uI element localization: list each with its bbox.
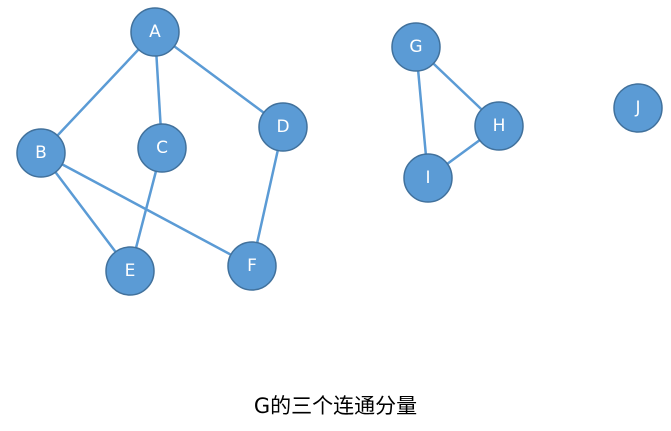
- node-c-label: C: [156, 138, 168, 158]
- node-a-label: A: [149, 22, 161, 42]
- nodes-layer: A B C D E F G H I J: [16, 7, 663, 296]
- node-g-circle: [391, 22, 441, 72]
- node-f-label: F: [247, 256, 257, 276]
- edges-layer: [39, 30, 501, 273]
- edge-a-d: [153, 30, 285, 129]
- node-g-label: G: [409, 37, 422, 57]
- node-c: C: [137, 123, 187, 173]
- node-i: I: [403, 153, 453, 203]
- node-c-circle: [137, 123, 187, 173]
- node-j: J: [613, 83, 663, 133]
- node-d-circle: [258, 102, 308, 152]
- node-h: H: [474, 101, 524, 151]
- node-g: G: [391, 22, 441, 72]
- node-e-circle: [105, 246, 155, 296]
- node-i-label: I: [425, 168, 430, 188]
- edge-a-b: [39, 30, 157, 155]
- node-j-circle: [613, 83, 663, 133]
- node-a: A: [130, 7, 180, 57]
- node-j-label: J: [634, 98, 640, 118]
- diagram-caption: G的三个连通分量: [253, 394, 418, 418]
- node-h-label: H: [493, 116, 506, 136]
- node-e-label: E: [125, 261, 136, 281]
- node-a-circle: [130, 7, 180, 57]
- node-h-circle: [474, 101, 524, 151]
- node-d: D: [258, 102, 308, 152]
- node-b-circle: [16, 128, 66, 178]
- node-e: E: [105, 246, 155, 296]
- node-b-label: B: [35, 143, 47, 163]
- node-f: F: [227, 241, 277, 291]
- node-b: B: [16, 128, 66, 178]
- node-f-circle: [227, 241, 277, 291]
- node-i-circle: [403, 153, 453, 203]
- node-d-label: D: [276, 117, 289, 137]
